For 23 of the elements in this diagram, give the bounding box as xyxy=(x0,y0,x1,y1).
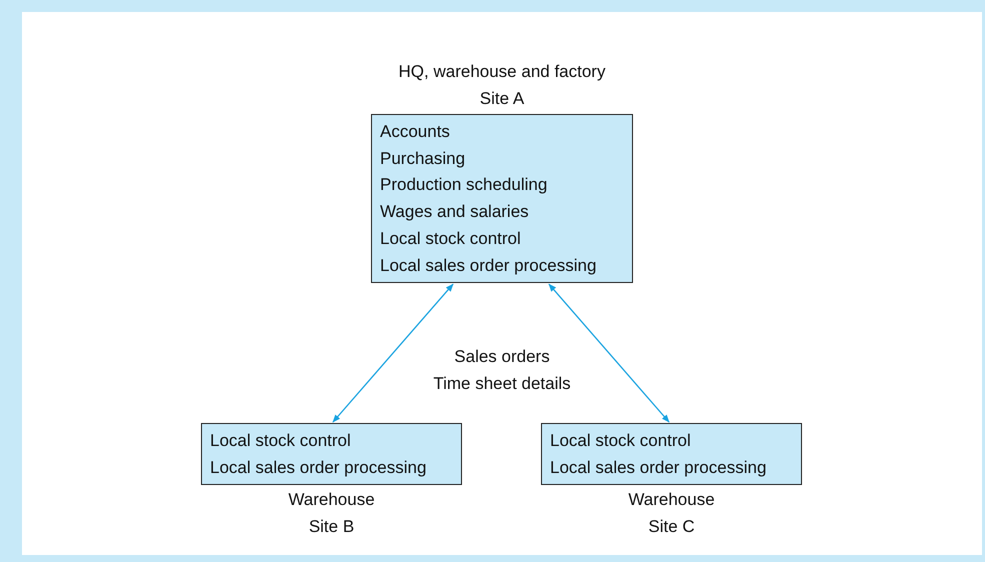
site-caption: Warehouse xyxy=(628,489,715,512)
connector-arrow xyxy=(332,284,454,423)
function-label: Local sales order processing xyxy=(550,456,768,479)
process-box xyxy=(371,114,633,284)
flow-note: Time sheet details xyxy=(433,373,571,395)
function-label: Accounts xyxy=(380,121,451,143)
function-label: Local stock control xyxy=(380,228,522,250)
function-label: Production scheduling xyxy=(380,174,548,196)
function-label: Wages and salaries xyxy=(380,201,530,224)
site-caption: HQ, warehouse and factory xyxy=(398,61,606,83)
process-box xyxy=(201,423,462,486)
function-label: Local sales order processing xyxy=(380,254,598,277)
connector-arrow xyxy=(548,284,670,423)
process-box xyxy=(541,423,802,486)
flow-note: Sales orders xyxy=(454,346,550,368)
function-label: Local stock control xyxy=(550,430,692,452)
function-label: Purchasing xyxy=(380,148,466,170)
site-caption: Warehouse xyxy=(288,489,375,512)
site-caption: Site B xyxy=(308,516,354,538)
site-caption: Site A xyxy=(480,88,524,110)
function-label: Local sales order processing xyxy=(210,456,428,479)
site-caption: Site C xyxy=(648,516,695,538)
function-label: Local stock control xyxy=(210,430,352,452)
